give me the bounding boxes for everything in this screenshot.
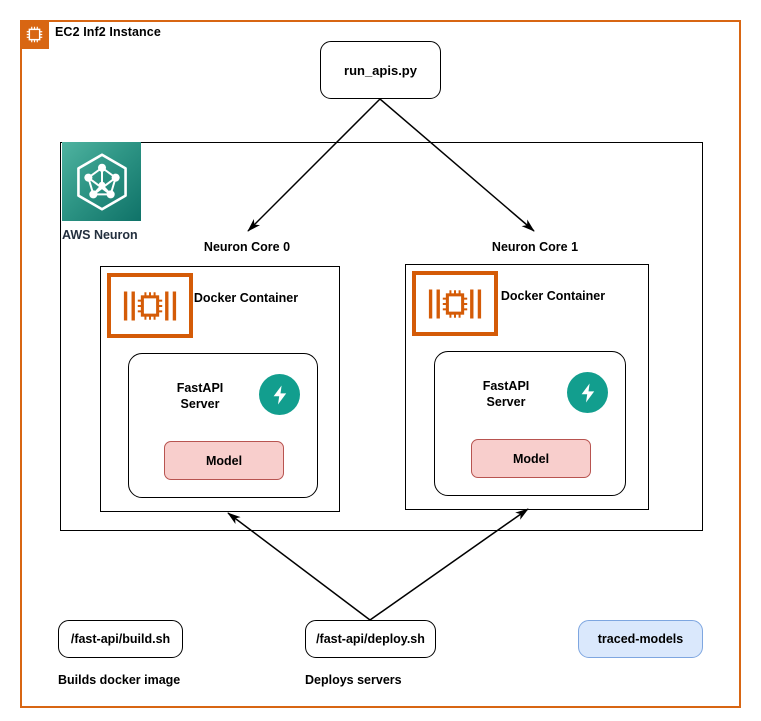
aws-neuron-hexagon-icon [62, 142, 141, 221]
fastapi-server-1-label: FastAPI Server [451, 378, 561, 410]
docker-container-0: Docker Container FastAPI Server Model [100, 266, 340, 512]
fastapi-server-0-label-line1: FastAPI [176, 381, 224, 395]
model-node-1: Model [471, 439, 591, 478]
fastapi-server-1-label-line1: FastAPI [482, 379, 530, 393]
fastapi-server-0-label-line2: Server [180, 397, 220, 411]
fastapi-lightning-icon [567, 372, 608, 413]
neuron-core-0-label: Neuron Core 0 [203, 240, 291, 254]
deploy-script-label: /fast-api/deploy.sh [316, 632, 425, 646]
model-node-0: Model [164, 441, 284, 480]
aws-neuron-label: AWS Neuron [62, 228, 138, 242]
docker-container-1: Docker Container FastAPI Server Model [405, 264, 649, 510]
neuron-core-1-label: Neuron Core 1 [491, 240, 579, 254]
aws-inferentia-chip-icon [412, 271, 498, 336]
fastapi-server-0: FastAPI Server Model [128, 353, 318, 498]
docker-container-1-title: Docker Container [500, 289, 606, 303]
build-script-caption: Builds docker image [58, 673, 181, 687]
model-node-1-label: Model [512, 451, 550, 466]
traced-models-label: traced-models [597, 632, 684, 646]
run-apis-script-node[interactable]: run_apis.py [320, 41, 441, 99]
ec2-instance-title: EC2 Inf2 Instance [55, 25, 161, 39]
ec2-chip-icon [20, 20, 49, 49]
deploy-script-node[interactable]: /fast-api/deploy.sh [305, 620, 436, 658]
traced-models-node[interactable]: traced-models [578, 620, 703, 658]
fastapi-server-1-label-line2: Server [486, 395, 526, 409]
run-apis-label: run_apis.py [344, 62, 417, 78]
build-script-label: /fast-api/build.sh [70, 632, 171, 646]
docker-container-0-title: Docker Container [193, 291, 299, 305]
model-node-0-label: Model [205, 453, 243, 468]
build-script-node[interactable]: /fast-api/build.sh [58, 620, 183, 658]
fastapi-server-0-label: FastAPI Server [145, 380, 255, 412]
fastapi-server-1: FastAPI Server Model [434, 351, 626, 496]
deploy-script-caption: Deploys servers [305, 673, 402, 687]
aws-inferentia-chip-icon [107, 273, 193, 338]
fastapi-lightning-icon [259, 374, 300, 415]
